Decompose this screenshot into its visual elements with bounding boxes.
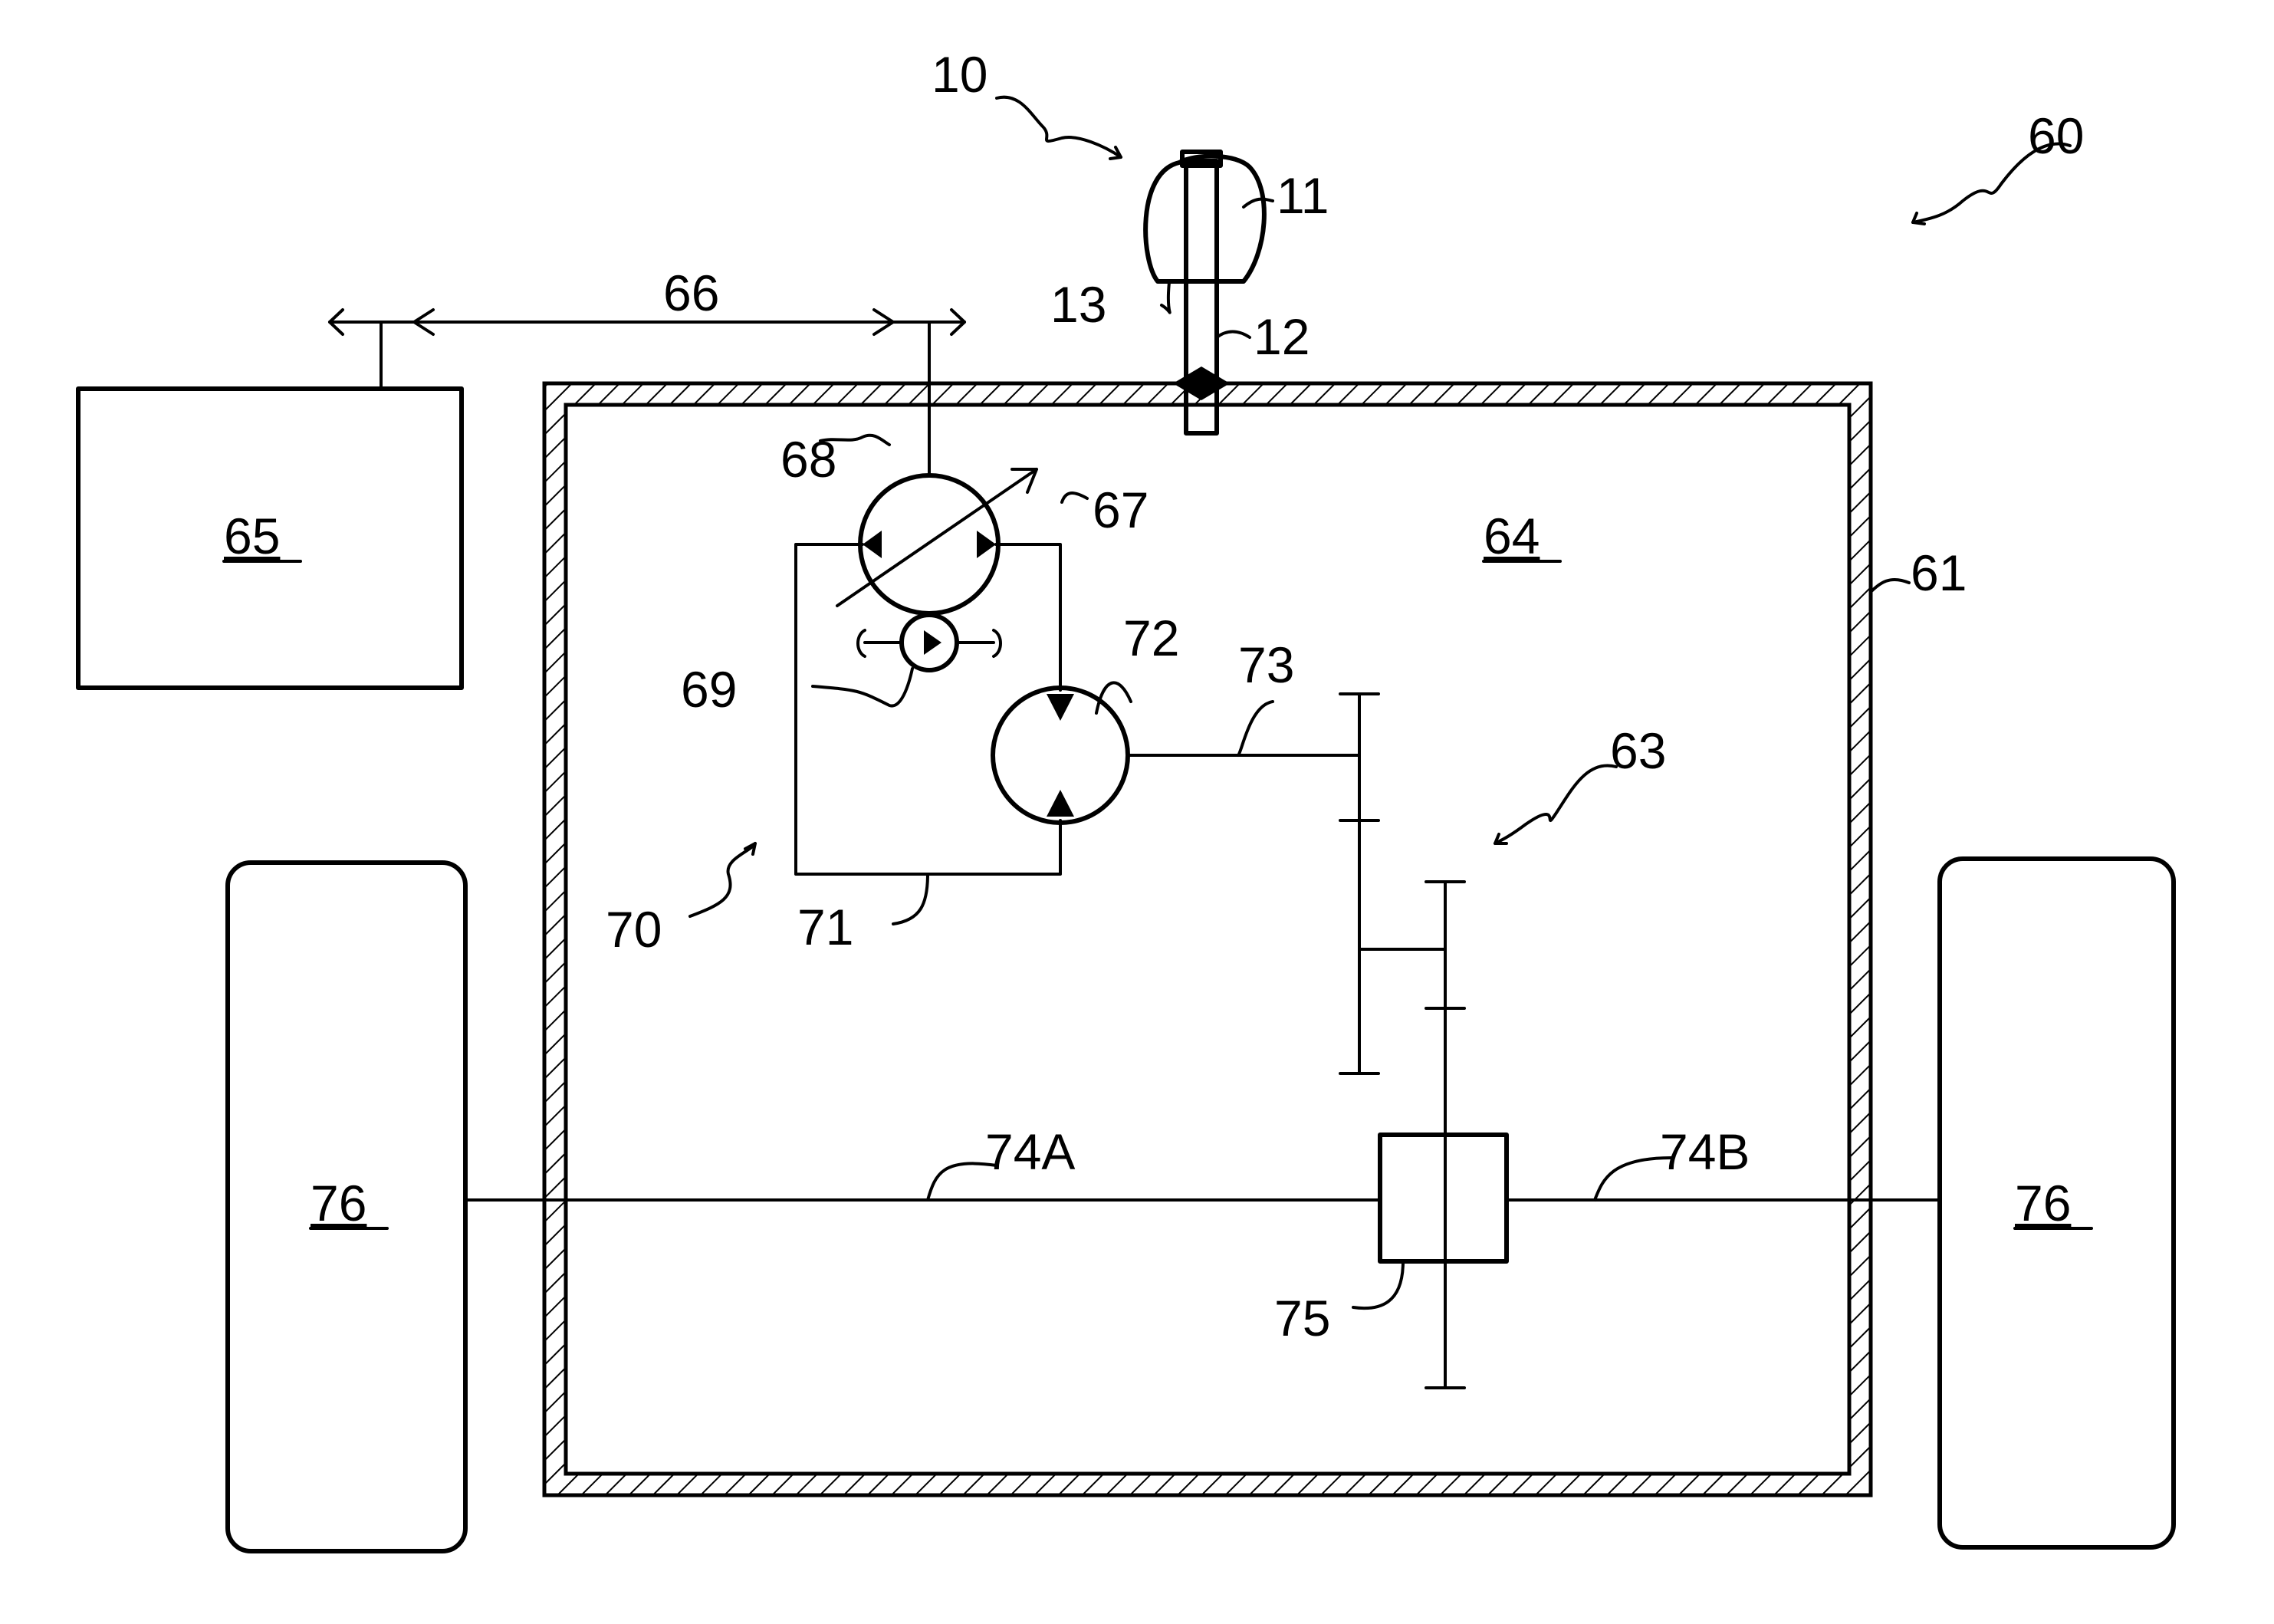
label-gearing-63: 63: [1610, 722, 1666, 779]
label-axle-74b: 74B: [1660, 1123, 1750, 1180]
label-pump-link-68: 68: [780, 431, 836, 488]
charge-pump-69: [858, 615, 1001, 670]
label-axle-74a: 74A: [985, 1123, 1075, 1180]
label-chamber-64: 64: [1484, 508, 1540, 564]
label-housing-61: 61: [1911, 544, 1967, 601]
label-collar-13: 13: [1050, 276, 1106, 333]
label-differential-75: 75: [1274, 1290, 1330, 1346]
housing-61: [544, 383, 1871, 1495]
label-line-71: 71: [797, 899, 853, 955]
label-device-10: 10: [932, 46, 987, 103]
label-vehicle-60: 60: [2028, 107, 2084, 164]
label-circuit-70: 70: [606, 901, 662, 958]
label-pump-67: 67: [1093, 482, 1149, 538]
label-knob-11: 11: [1277, 167, 1329, 224]
variable-pump-67: [837, 469, 1037, 613]
label-controller-65: 65: [224, 508, 280, 564]
motor-72: [993, 688, 1128, 823]
label-motor-shaft-73: 73: [1238, 636, 1294, 693]
differential-75: [1380, 1135, 1507, 1261]
label-charge-pump-69: 69: [681, 661, 737, 718]
label-shaft-12: 12: [1254, 308, 1310, 365]
label-linkage-66: 66: [663, 265, 719, 321]
label-wheel-left-76: 76: [311, 1175, 366, 1231]
gearing-63: [1128, 694, 1464, 1388]
label-motor-72: 72: [1123, 610, 1179, 666]
hydraulic-loop-71: [796, 544, 1060, 874]
label-wheel-right-76: 76: [2015, 1175, 2071, 1231]
